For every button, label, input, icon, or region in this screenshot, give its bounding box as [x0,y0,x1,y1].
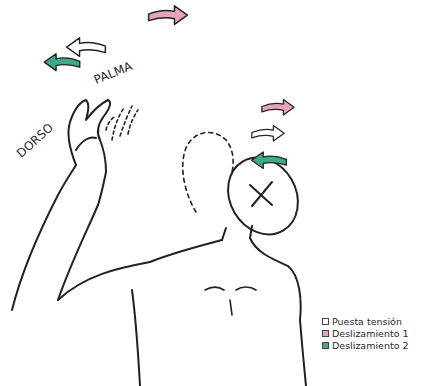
slide1-arrow [262,100,294,115]
slide2-arrow [252,152,287,169]
hand-detail [76,138,96,151]
legend-text: Deslizamiento 1 [332,328,409,339]
hand-dashed [106,106,138,140]
torso-outline [132,290,140,386]
legend-text: Puesta tensión [332,316,402,327]
tension-arrow [67,38,106,56]
legend-entry: Puesta tensión [322,316,402,327]
legend-text: Deslizamiento 2 [332,340,409,351]
shoulder-outline [150,240,222,262]
hand-outline [68,100,110,172]
chest-detail [205,287,256,315]
slide1-arrow [149,6,188,24]
arm-outline [12,165,76,310]
shoulder-outline [58,262,150,300]
legend-swatch [322,342,329,349]
legend-swatch [322,318,329,325]
legend-swatch [322,330,329,337]
arm-outline [58,172,106,300]
part-label: DORSO [14,120,56,160]
head-outline [214,145,311,247]
shoulder-outline [250,238,306,386]
head-dashed [183,132,233,212]
legend-entry: Deslizamiento 2 [322,340,409,351]
tension-arrow [252,126,284,141]
slide2-arrow [44,54,80,71]
legend-entry: Deslizamiento 1 [322,328,409,339]
face-mark [250,182,272,206]
part-label: PALMA [92,59,134,87]
